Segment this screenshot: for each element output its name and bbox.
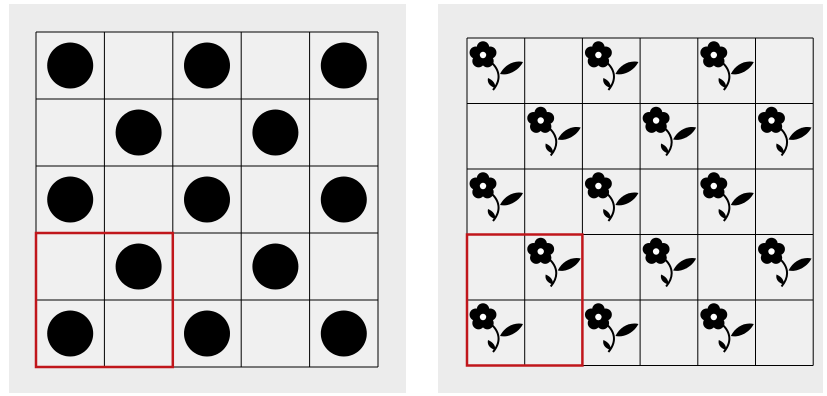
dot-icon [47,43,93,89]
dot-icon [47,177,93,223]
grid-cell [184,43,230,89]
dot-icon [252,110,298,156]
dot-icon [116,110,162,156]
grid-cell [321,177,367,223]
grid-cell [184,311,230,357]
grid-cell [47,311,93,357]
left-pattern-panel [9,4,406,393]
right-pattern-panel [438,4,823,393]
grid-cell [116,244,162,290]
grid-cell [321,43,367,89]
grid-cell [252,244,298,290]
dot-icon [321,177,367,223]
dot-icon [184,177,230,223]
grid-cell [184,177,230,223]
dot-pattern-grid [9,4,406,393]
grid-cell [116,110,162,156]
dot-icon [184,311,230,357]
grid-cell [252,110,298,156]
dot-icon [321,311,367,357]
dot-icon [321,43,367,89]
dot-icon [116,244,162,290]
dot-icon [252,244,298,290]
grid-cell [321,311,367,357]
dot-icon [47,311,93,357]
flower-pattern-grid [438,4,823,393]
grid-cell [47,43,93,89]
grid-cell [47,177,93,223]
dot-icon [184,43,230,89]
